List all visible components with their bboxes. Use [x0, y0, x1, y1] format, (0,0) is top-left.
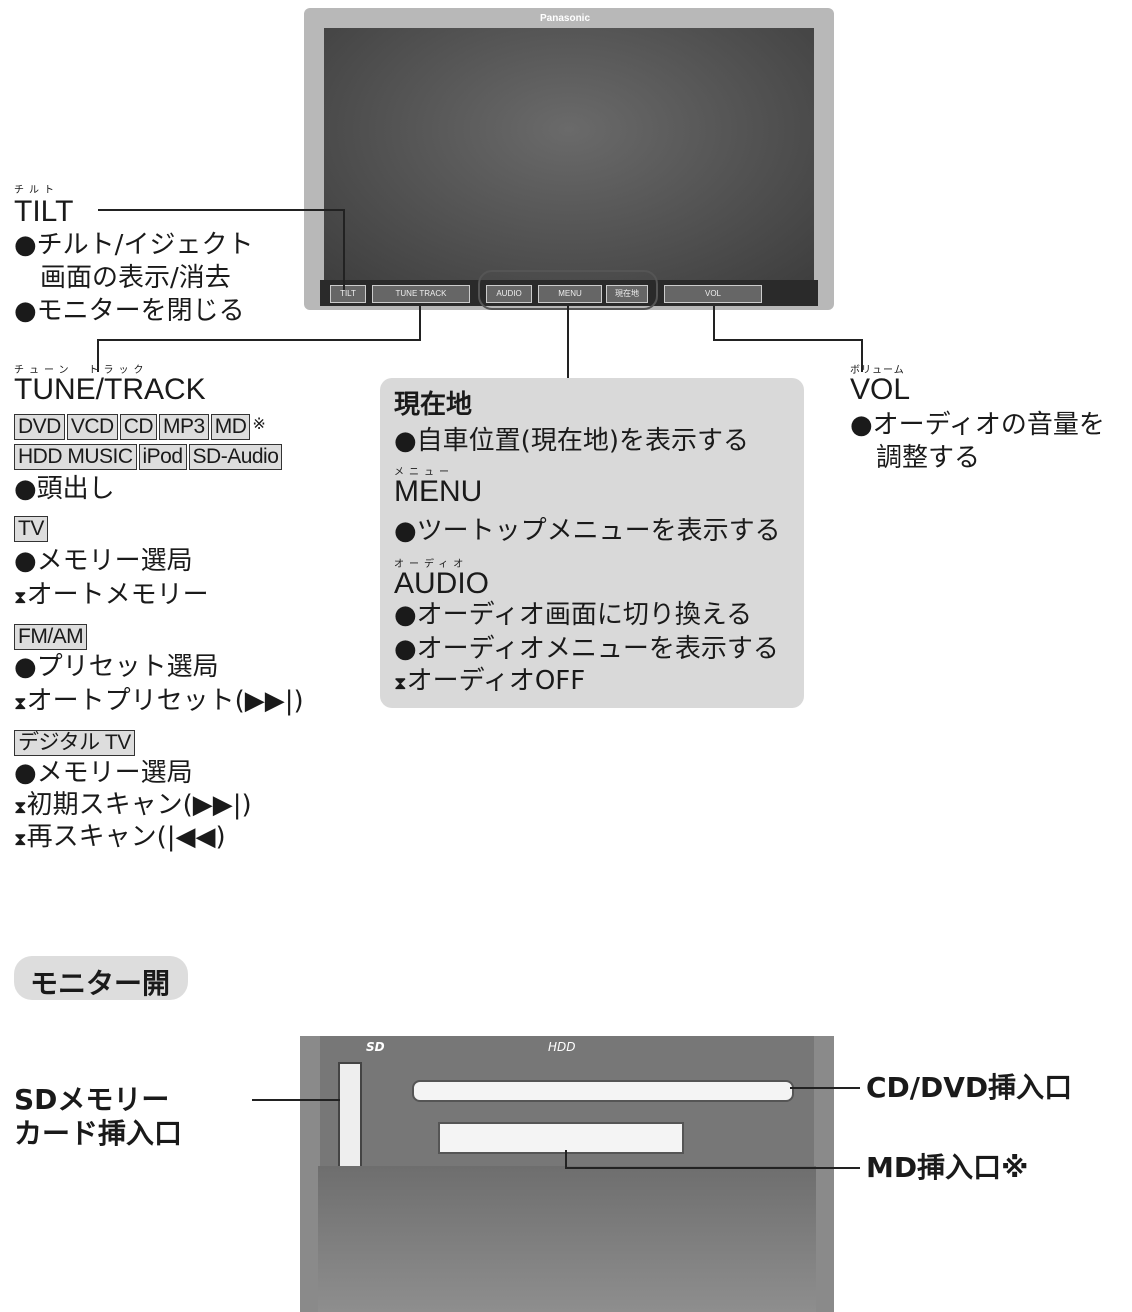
tv-item-1: ●メモリー選局	[14, 546, 193, 576]
menu-title: MENU	[394, 475, 483, 508]
dtv-item-3-row: ⧗再スキャン(|◀◀)	[14, 822, 226, 853]
tag-dvd: DVD	[14, 414, 65, 440]
hourglass-icon: ⧗	[14, 587, 27, 608]
audio-ruby: オーディオ	[394, 559, 469, 570]
tag-cd: CD	[119, 414, 158, 440]
open-device-lower-tray	[318, 1166, 816, 1312]
tilt-item-1: ●チルト/イジェクト	[14, 230, 254, 260]
menu-button[interactable]: MENU	[538, 285, 602, 303]
note-mark: ※	[252, 414, 266, 433]
fmam-tag-wrap: FM/AM	[14, 624, 89, 650]
tilt-button[interactable]: TILT	[330, 285, 366, 303]
hourglass-icon: ⧗	[14, 829, 27, 850]
sd-logo: SD	[366, 1040, 385, 1054]
tv-tag-wrap: TV	[14, 516, 50, 542]
sd-card-slot[interactable]	[338, 1062, 362, 1176]
tv-item-2: オートメモリー	[26, 580, 209, 610]
navi-screen	[324, 28, 814, 282]
item-head-search: ●頭出し	[14, 474, 115, 504]
fmam-item-2: オートプリセット(▶▶|)	[26, 686, 304, 716]
cd-dvd-slot-label: CD/DVD挿入口	[866, 1071, 1073, 1104]
dtv-item-1: ●メモリー選局	[14, 758, 193, 788]
hdd-logo: HDD	[548, 1040, 576, 1054]
tune-track-ruby: チューン トラック	[14, 365, 149, 376]
audio-item-2: ●オーディオメニューを表示する	[394, 634, 779, 664]
tv-item-2-row: ⧗オートメモリー	[14, 580, 209, 611]
tilt-item-3: ●モニターを閉じる	[14, 296, 245, 326]
tag-ipod: iPod	[138, 444, 187, 470]
brand-logo: Panasonic	[540, 13, 591, 24]
menu-ruby: メニュー	[394, 467, 454, 478]
tilt-item-2: 画面の表示/消去	[40, 263, 231, 293]
tag-fmam: FM/AM	[14, 624, 88, 650]
monitor-open-heading	[14, 956, 188, 1000]
dtv-tag-wrap: デジタル TV	[14, 730, 137, 756]
fmam-item-1: ●プリセット選局	[14, 652, 219, 682]
vol-title: VOL	[850, 373, 911, 406]
audio-item-3: オーディオOFF	[406, 666, 586, 696]
tag-hdd-music: HDD MUSIC	[14, 444, 137, 470]
tilt-ruby: チルト	[14, 185, 59, 196]
tag-vcd: VCD	[66, 414, 118, 440]
center-info-panel	[380, 378, 804, 708]
tune-track-button[interactable]: TUNE TRACK	[372, 285, 470, 303]
tune-track-title: TUNE/TRACK	[14, 373, 206, 406]
vol-button[interactable]: VOL	[664, 285, 762, 303]
connector-lines	[97, 209, 863, 380]
genzaichi-item: ●自車位置(現在地)を表示する	[394, 426, 749, 456]
genzaichi-button[interactable]: 現在地	[606, 285, 648, 303]
tag-mp3: MP3	[159, 414, 209, 440]
open-connector-lines	[252, 1087, 860, 1169]
vol-item-2: 調整する	[876, 443, 981, 473]
audio-title: AUDIO	[394, 567, 490, 600]
sd-slot-label-1: SDメモリー	[14, 1083, 170, 1116]
dtv-item-2-row: ⧗初期スキャン(▶▶|)	[14, 790, 252, 821]
sd-slot-label-2: カード挿入口	[14, 1117, 183, 1150]
tag-sd-audio: SD-Audio	[188, 444, 283, 470]
tag-tv: TV	[14, 516, 48, 542]
md-slot-label: MD挿入口※	[866, 1151, 1029, 1184]
vol-item-1: ●オーディオの音量を	[850, 410, 1105, 440]
menu-item: ●ツートップメニューを表示する	[394, 516, 781, 546]
cd-dvd-slot[interactable]	[412, 1080, 794, 1102]
genzaichi-title: 現在地	[394, 390, 473, 420]
audio-button[interactable]: AUDIO	[486, 285, 532, 303]
hourglass-icon: ⧗	[394, 673, 407, 694]
fmam-item-2-row: ⧗オートプリセット(▶▶|)	[14, 686, 304, 717]
dtv-item-2: 初期スキャン(▶▶|)	[26, 790, 252, 820]
tilt-title: TILT	[14, 195, 74, 228]
hourglass-icon: ⧗	[14, 693, 27, 714]
tag-dtv: デジタル TV	[14, 730, 135, 756]
hourglass-icon: ⧗	[14, 797, 27, 818]
md-slot[interactable]	[438, 1122, 684, 1154]
monitor-open-title: モニター開	[30, 967, 171, 1000]
audio-item-1: ●オーディオ画面に切り換える	[394, 600, 753, 630]
audio-item-3-row: ⧗オーディオOFF	[394, 666, 585, 697]
dtv-item-3: 再スキャン(|◀◀)	[26, 822, 226, 852]
vol-ruby: ボリューム	[850, 365, 905, 376]
tag-md: MD	[210, 414, 251, 440]
